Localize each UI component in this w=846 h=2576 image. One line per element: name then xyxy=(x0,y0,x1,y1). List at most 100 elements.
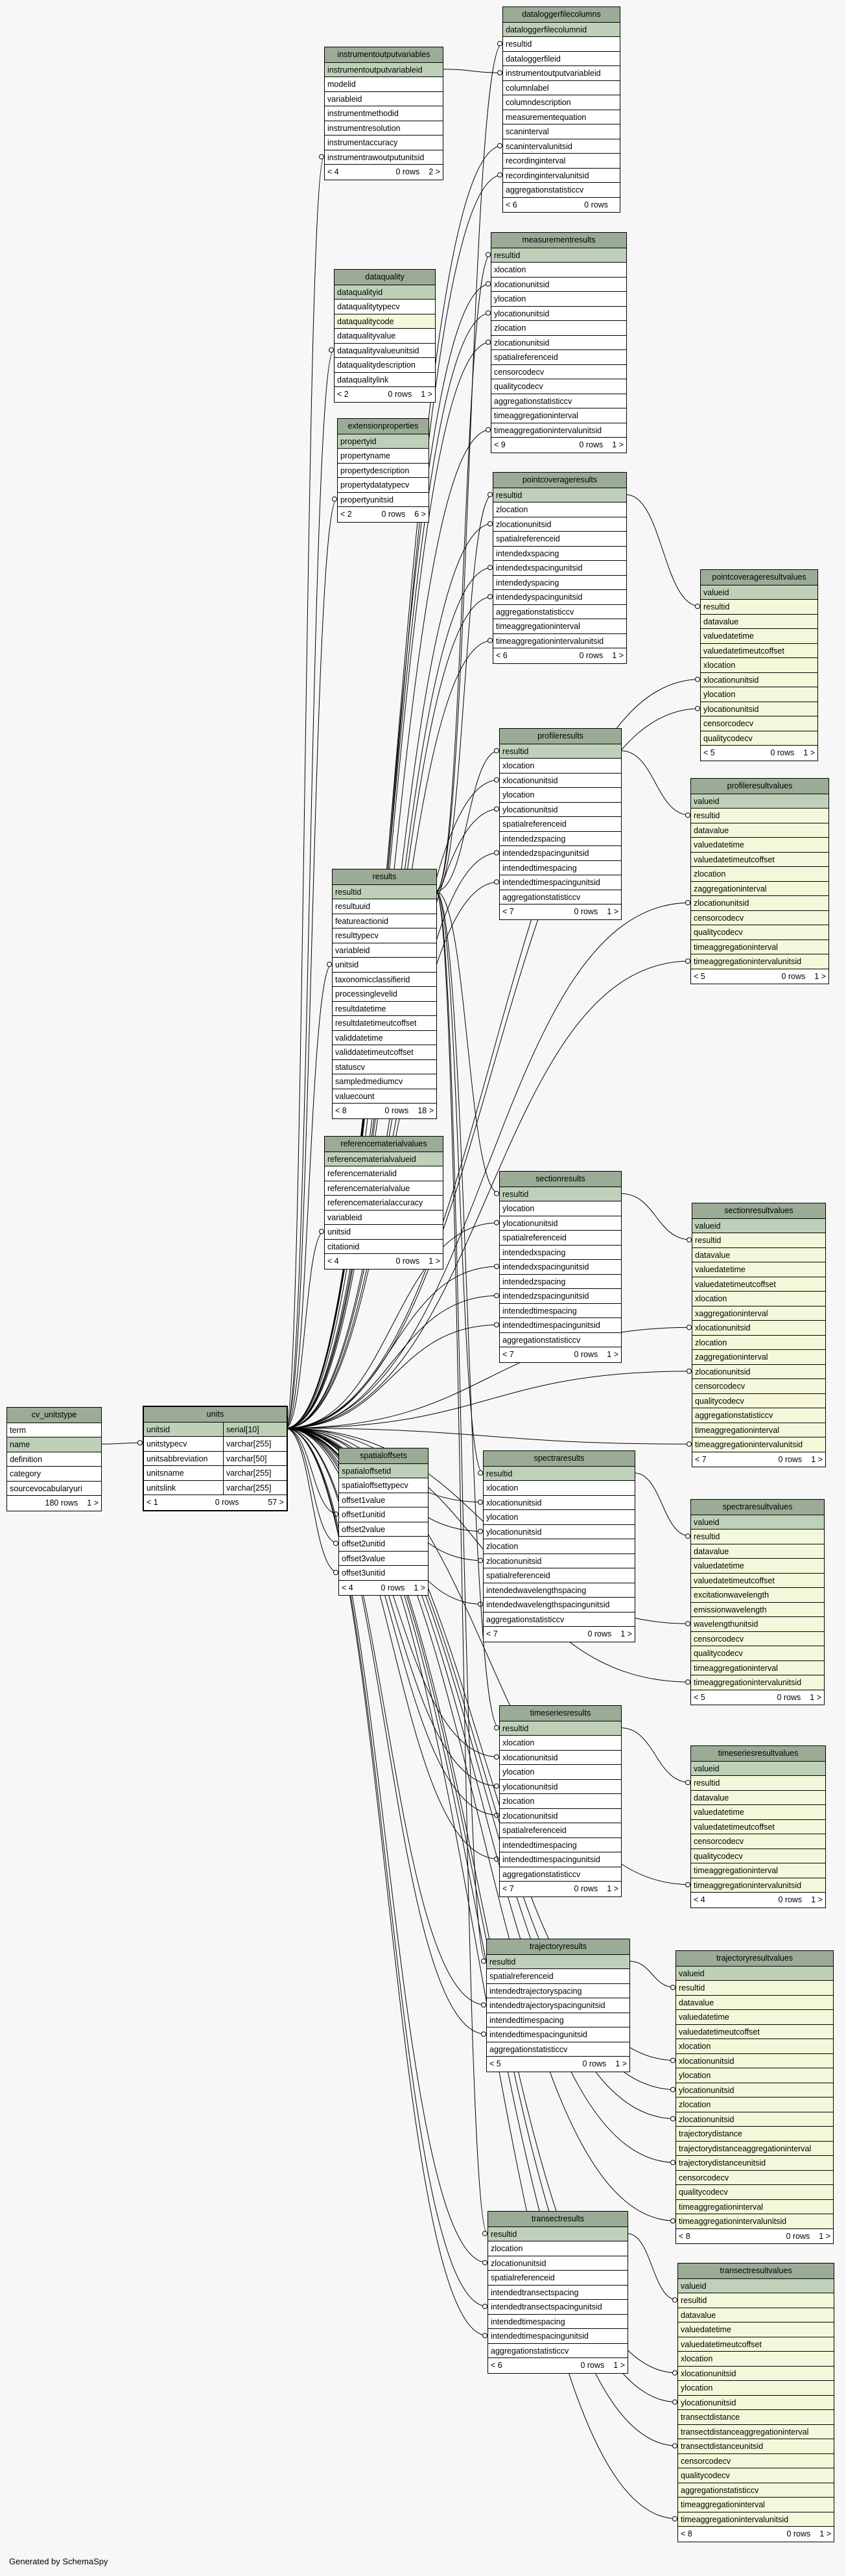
column-row: dataqualityid xyxy=(335,285,435,300)
column-row: valuedatetimeutcoffset xyxy=(691,1573,824,1588)
column-row: term xyxy=(7,1423,101,1437)
column-row: intendedzspacingunitsid xyxy=(500,1289,621,1304)
column-row: category xyxy=(7,1467,101,1482)
fk-marker xyxy=(478,1557,483,1563)
column-row: valuedatetime xyxy=(678,2322,834,2337)
column-name: unitsname xyxy=(144,1466,224,1480)
column-row: wavelengthunitsid xyxy=(691,1617,824,1632)
column-row: valueid xyxy=(691,794,828,809)
fk-marker xyxy=(685,1882,690,1887)
column-row: valuedatetime xyxy=(691,838,828,853)
column-row: zlocationunitsid xyxy=(488,2256,628,2271)
column-row: qualitycodecv xyxy=(691,1646,824,1661)
row-count: 0 rows xyxy=(778,1895,803,1904)
column-row: zlocation xyxy=(488,2241,628,2256)
relationship-line xyxy=(285,1295,500,1429)
column-row: datavalue xyxy=(692,1247,825,1262)
children-count: 1 > xyxy=(620,1629,632,1638)
table-title: extensionproperties xyxy=(338,419,429,434)
fk-marker xyxy=(695,604,700,609)
column-row: valueid xyxy=(701,585,817,600)
column-row: datavalue xyxy=(678,2308,834,2322)
table-title: spatialoffsets xyxy=(339,1448,428,1464)
column-row: datavalue xyxy=(691,1544,824,1559)
column-row: timeaggregationintervalunitsid xyxy=(692,1437,825,1452)
column-row: intendedwavelengthspacingunitsid xyxy=(484,1598,635,1613)
column-row: xlocationunitsid xyxy=(678,2366,834,2381)
column-row: valuedatetime xyxy=(676,2010,833,2025)
relationship-line xyxy=(285,349,335,1429)
column-row: qualitycodecv xyxy=(701,731,817,746)
column-row: xlocationunitsid xyxy=(491,278,626,292)
column-row: censorcodecv xyxy=(678,2453,834,2468)
column-row: dataqualitylink xyxy=(335,373,435,387)
table-title: units xyxy=(144,1407,287,1423)
children-count: 1 > xyxy=(607,907,618,916)
fk-marker xyxy=(494,1264,499,1270)
row-count: 0 rows xyxy=(381,1583,405,1592)
column-row: ylocation xyxy=(491,292,626,307)
column-row: ylocation xyxy=(500,788,621,803)
column-row: zlocation xyxy=(691,867,828,882)
children-count: 1 > xyxy=(819,2529,831,2538)
column-row: censorcodecv xyxy=(676,2170,833,2185)
column-row: xlocation xyxy=(500,759,621,774)
table-title: profileresultvalues xyxy=(691,779,828,794)
parents-count: < 8 xyxy=(681,2529,692,2538)
fk-marker xyxy=(494,777,499,783)
fk-marker xyxy=(672,2443,677,2449)
column-row: intendedtransectspacingunitsid xyxy=(488,2300,628,2315)
column-row: ylocationunitsid xyxy=(484,1525,635,1539)
column-row: resultid xyxy=(488,2227,628,2241)
column-name: unitsabbreviation xyxy=(144,1451,224,1465)
table-title: sectionresults xyxy=(500,1172,621,1187)
column-row: timeaggregationintervalunitsid xyxy=(676,2214,833,2229)
column-type: varchar[255] xyxy=(226,1439,272,1448)
column-row: xlocationunitsid xyxy=(676,2053,833,2068)
column-row: aggregationstatisticcv xyxy=(500,890,621,904)
column-row: valuedatetimeutcoffset xyxy=(701,643,817,658)
column-row: intendedxspacingunitsid xyxy=(493,561,626,576)
column-row: censorcodecv xyxy=(691,910,828,925)
column-row: intendedtrajectoryspacing xyxy=(487,1984,629,1998)
relationship-line xyxy=(285,1428,500,1860)
column-row: variableid xyxy=(325,92,443,106)
column-row: valuedatetimeutcoffset xyxy=(678,2337,834,2352)
column-row: zlocationunitsid xyxy=(491,336,626,350)
fk-marker xyxy=(497,70,502,76)
column-row: unitsid xyxy=(325,1225,443,1240)
fk-marker xyxy=(494,1322,499,1328)
fk-marker xyxy=(488,637,493,643)
column-row: spatialreferenceid xyxy=(500,817,621,832)
column-row: valuedatetimeutcoffset xyxy=(676,2024,833,2039)
row-count: 0 rows xyxy=(574,1884,598,1893)
fk-marker xyxy=(488,491,493,497)
